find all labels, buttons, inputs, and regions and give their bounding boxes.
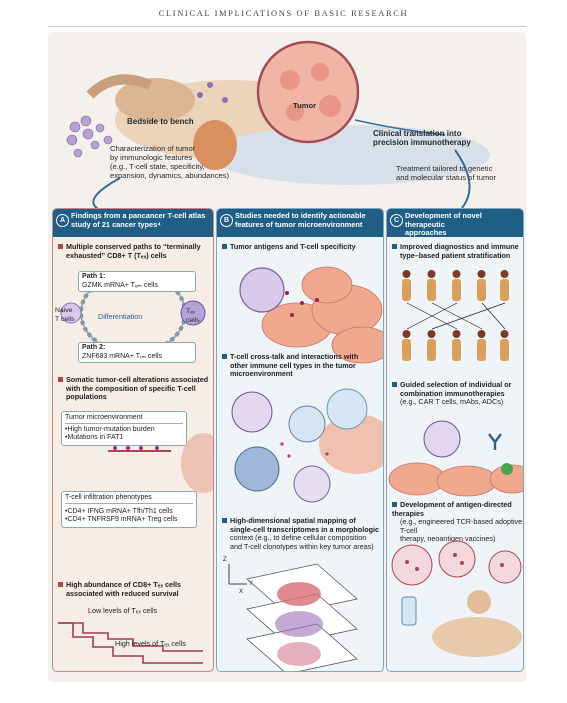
running-header: CLINICAL IMPLICATIONS OF BASIC RESEARCH: [158, 8, 409, 18]
panel-c-section-guided: Guided selection of individual or combin…: [392, 380, 511, 407]
tme-box: Tumor microenvironment •High tumor-mutat…: [61, 411, 187, 446]
low-tex-label: Low levels of Tₑₓ cells: [88, 606, 158, 615]
patient-stratification-icons: [402, 270, 509, 361]
path2-box: Path 2:ZNF683 mRNA+ Tᵣₘ cells: [78, 342, 196, 363]
panel-c-section-diagnostics: Improved diagnostics and immune type–bas…: [392, 242, 519, 260]
immunotherapy-illustration: [388, 420, 523, 497]
panel-b-section-antigens: Tumor antigens and T-cell specificity: [222, 242, 356, 252]
axis-label-y: Y: [249, 581, 254, 587]
survival-curves: [58, 622, 203, 664]
panel-a-section-somatic: Somatic tumor-cell alterations associate…: [58, 375, 208, 402]
panel-b-section-crosstalk: T-cell cross-talk and interactions with …: [222, 352, 358, 379]
mutation-track: [108, 433, 213, 493]
high-tex-label: High levels of Tₑₓ cells: [115, 639, 186, 648]
panel-c-section-antigen-directed: Development of antigen-directed therapie…: [392, 500, 523, 544]
panel-a-section-paths: Multiple conserved paths to “terminally …: [58, 242, 201, 260]
panel-b-section-spatial: High-dimensional spatial mapping of sing…: [222, 516, 379, 551]
spatial-mapping-illustration: [228, 563, 358, 671]
panel-a: A Findings from a pancancer T-cell atlas…: [52, 208, 214, 672]
patient-illustration: [66, 40, 490, 211]
panel-a-header: A Findings from a pancancer T-cell atlas…: [53, 209, 213, 237]
differentiation-label: Differentiation: [98, 312, 143, 321]
panel-a-section-survival: High abundance of CD8+ Tₑₓ cells associa…: [58, 580, 181, 598]
axis-label-x: X: [239, 589, 244, 595]
bedside-label: Bedside to bench: [127, 117, 194, 126]
path1-box: Path 1:GZMK mRNA+ Tₑₘ cells: [78, 271, 196, 292]
axis-label-z: Z: [223, 557, 227, 563]
crosstalk-illustration: [231, 388, 383, 503]
tumor-label: Tumor: [293, 101, 317, 110]
infiltration-box: T-cell infiltration phenotypes •CD4+ IFN…: [61, 491, 197, 528]
therapy-patient-illustration: [391, 540, 522, 657]
header-rule: [48, 26, 526, 27]
tumor-antigen-illustration: [239, 266, 383, 364]
